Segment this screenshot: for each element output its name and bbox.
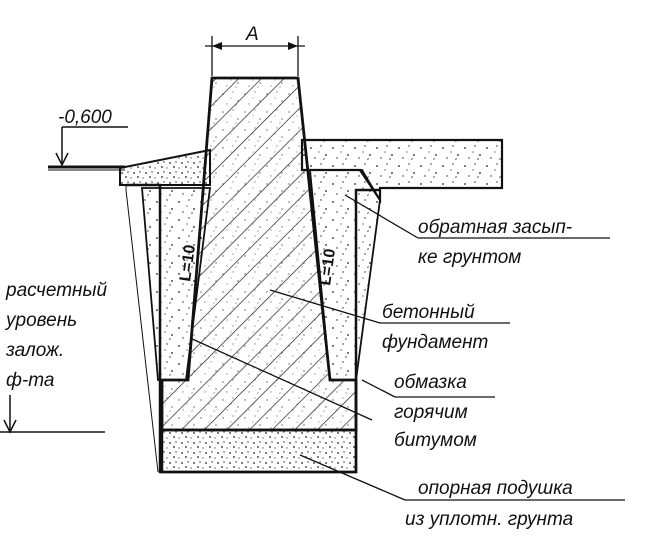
depth-mark	[0, 395, 105, 434]
label-pad-2: из уплотн. грунта	[405, 509, 573, 530]
label-depth-2: уровень	[4, 310, 77, 331]
level-mark-text: -0,600	[58, 107, 112, 128]
side-marking-left: L=10	[177, 244, 199, 283]
level-mark: -0,600	[55, 107, 128, 167]
ground-surface-left	[48, 165, 125, 171]
label-backfill-1: обратная засып-	[418, 217, 572, 238]
label-coating-2: горячим	[394, 402, 468, 423]
label-concrete-2: фундамент	[382, 332, 488, 353]
label-coating-3: битумом	[394, 430, 477, 451]
pit-wall-left	[125, 185, 159, 473]
label-depth-1: расчетный	[5, 280, 107, 301]
label-backfill-2: ке грунтом	[418, 247, 521, 268]
label-coating-1: обмазка	[394, 372, 467, 393]
label-pad-1: опорная подушка	[418, 478, 573, 499]
label-concrete-1: бетонный	[382, 302, 475, 323]
side-marking-right: L=10	[317, 248, 339, 287]
leader-lines	[189, 194, 625, 501]
compacted-soil-pad	[160, 428, 358, 474]
label-depth-4: ф-та	[6, 370, 54, 391]
blind-area-left	[119, 148, 211, 186]
dimension-a: A	[205, 24, 305, 76]
label-depth-3: залож.	[5, 340, 64, 361]
dimension-a-text: A	[245, 24, 259, 45]
